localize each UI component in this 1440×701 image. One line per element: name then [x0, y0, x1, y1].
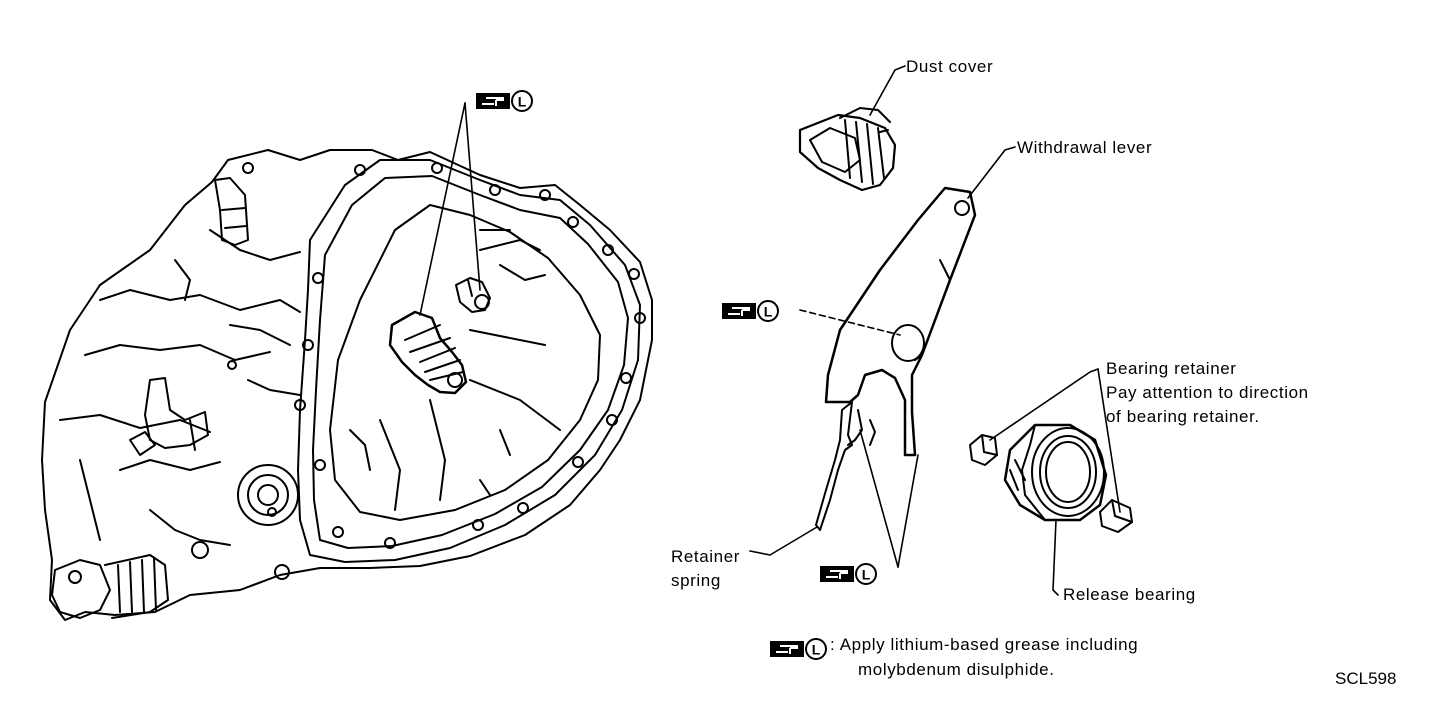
- withdrawal-lever: [815, 186, 977, 531]
- grease-symbol-icon: L: [474, 88, 534, 114]
- transaxle-housing: [41, 149, 653, 621]
- label-bearing-retainer: Bearing retainer: [1106, 359, 1237, 378]
- legend-line-2: molybdenum disulphide.: [858, 660, 1055, 679]
- label-bearing-retainer-note-2: of bearing retainer.: [1106, 407, 1260, 426]
- dust-cover: [798, 107, 897, 192]
- label-retainer-spring-1: Retainer: [671, 547, 741, 566]
- figure-reference: SCL598: [1335, 669, 1397, 688]
- grease-symbol-icon: L: [818, 561, 878, 587]
- legend-grease-symbol-icon: L: [768, 636, 828, 662]
- grease-letter: L: [518, 94, 527, 110]
- legend-line-1: : Apply lithium-based grease including: [830, 635, 1139, 654]
- bearing-retainer-clips: [969, 434, 1133, 533]
- label-dust-cover: Dust cover: [906, 57, 994, 76]
- grease-letter: L: [862, 567, 871, 583]
- grease-symbol-icon: L: [720, 298, 780, 324]
- grease-letter: L: [764, 304, 773, 320]
- label-retainer-spring-2: spring: [671, 571, 721, 590]
- label-release-bearing: Release bearing: [1063, 585, 1196, 604]
- release-bearing: [1003, 423, 1108, 522]
- label-bearing-retainer-note-1: Pay attention to direction: [1106, 383, 1309, 402]
- leader-lines: [419, 65, 1121, 596]
- label-withdrawal-lever: Withdrawal lever: [1017, 138, 1153, 157]
- grease-letter: L: [812, 642, 821, 658]
